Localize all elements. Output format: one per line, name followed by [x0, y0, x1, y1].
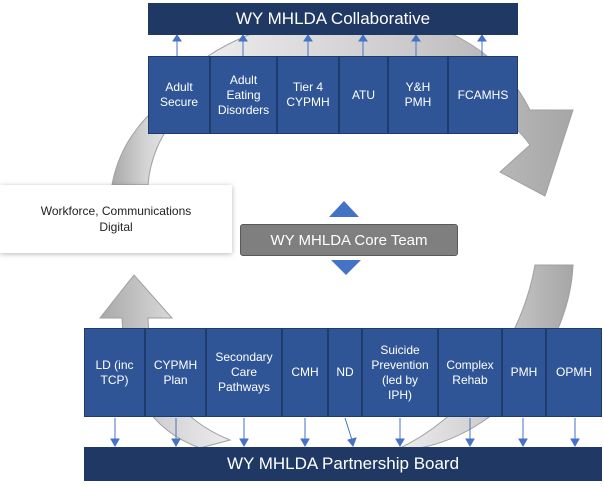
collab-box-atu: ATU — [339, 56, 388, 134]
core-down-triangle — [331, 260, 361, 275]
collab-box-adult-eating-disorders: Adult Eating Disorders — [210, 56, 277, 134]
collaborative-title: WY MHLDA Collaborative — [148, 3, 518, 35]
board-box-cypmh-plan: CYPMH Plan — [145, 328, 206, 417]
board-box-ld: LD (inc TCP) — [84, 328, 145, 417]
board-box-cmh: CMH — [282, 328, 328, 417]
collab-box-tier4-cypmh: Tier 4 CYPMH — [277, 56, 339, 134]
board-box-opmh: OPMH — [546, 328, 602, 417]
partnership-board-title: WY MHLDA Partnership Board — [84, 447, 602, 481]
core-team-box: WY MHLDA Core Team — [240, 224, 458, 256]
board-box-secondary-care: Secondary Care Pathways — [206, 328, 282, 417]
board-down-arrows — [110, 417, 580, 448]
board-box-nd: ND — [328, 328, 362, 417]
collab-box-yh-pmh: Y&H PMH — [388, 56, 448, 134]
board-box-complex-rehab: Complex Rehab — [438, 328, 502, 417]
collab-box-adult-secure: Adult Secure — [148, 56, 210, 134]
workforce-note: Workforce, Communications Digital — [0, 185, 232, 253]
collab-box-fcamhs: FCAMHS — [448, 56, 518, 134]
board-box-suicide-prevention: Suicide Prevention (led by IPH) — [362, 328, 438, 417]
board-box-pmh: PMH — [502, 328, 546, 417]
collab-up-arrows — [172, 34, 487, 56]
core-up-triangle — [329, 201, 359, 217]
